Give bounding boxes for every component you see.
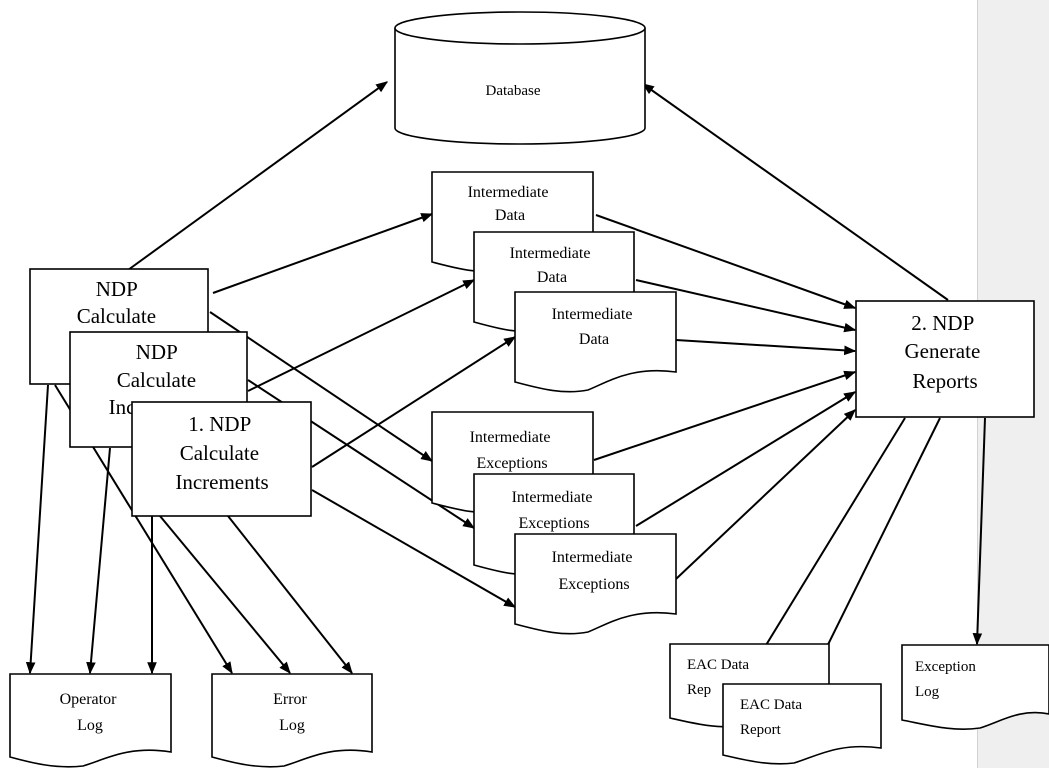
svg-text:EAC Data Rep: EAC Data Rep — [687, 657, 753, 698]
svg-text:Intermediate Exceptions: Intermediate Exceptions — [470, 429, 555, 472]
calc-front-label-line1: 1. NDP — [188, 412, 250, 436]
arrow-calc-middle-to-operator-log — [86, 447, 111, 675]
exceptions-doc2-line1: Intermediate — [512, 489, 593, 506]
calc-back-label-line2: Calculate — [77, 304, 156, 328]
calc-middle-label-line1: NDP — [136, 340, 177, 364]
svg-text:Exception Log: Exception Log — [915, 659, 980, 700]
svg-text:Intermediate Data: Intermediate Data — [468, 184, 553, 224]
intermediate-exceptions-doc-3: Intermediate Exceptions — [514, 533, 677, 635]
data-doc2-line1: Intermediate — [510, 245, 591, 262]
database-label: Database — [486, 83, 541, 99]
intermediate-data-doc-3: Intermediate Data — [514, 291, 677, 393]
error-log-doc: Error Log — [211, 673, 373, 768]
eac-front-line2: Report — [740, 722, 782, 738]
arrow-data3-to-reports — [675, 339, 857, 356]
eac-back-line1: EAC Data — [687, 657, 749, 673]
svg-text:2. NDP Generate Re: 2. NDP Generate Reports — [904, 311, 985, 393]
arrow-calc-to-database — [127, 81, 388, 271]
data-doc1-line2: Data — [495, 207, 525, 224]
error-log-line1: Error — [273, 691, 307, 708]
arrow-calc-to-exceptions3 — [311, 489, 517, 608]
arrow-data2-to-reports — [635, 279, 857, 333]
arrow-calc-back-to-operator-log — [25, 384, 49, 675]
calc-middle-label-line3: Inc — [109, 395, 136, 419]
exception-log-doc: Exception Log — [901, 644, 1049, 730]
data-doc3-line2: Data — [579, 331, 609, 348]
exceptions-doc1-line2: Exceptions — [476, 455, 547, 472]
exceptions-doc3-line1: Intermediate — [552, 549, 633, 566]
arrow-calc-to-data2 — [247, 279, 476, 392]
exceptions-doc3-line2: Exceptions — [558, 576, 629, 593]
operator-log-line1: Operator — [60, 691, 118, 708]
svg-text:Error Log: Error Log — [273, 691, 311, 734]
arrow-calc-to-data1 — [212, 213, 434, 294]
svg-text:Intermediate Exceptions: Intermediate Exceptions — [512, 489, 597, 532]
process-generate-reports: 2. NDP Generate Reports — [855, 300, 1035, 418]
database-store: Database — [394, 11, 646, 145]
data-doc1-line1: Intermediate — [468, 184, 549, 201]
calc-front-label-line2: Calculate — [180, 441, 259, 465]
data-doc2-line2: Data — [537, 269, 567, 286]
exceptions-doc1-line1: Intermediate — [470, 429, 551, 446]
eac-data-report-doc: EAC Data Report — [722, 683, 882, 765]
arrow-exceptions1-to-reports — [593, 370, 857, 461]
exception-log-line1: Exception — [915, 659, 976, 675]
calc-back-label-line1: NDP — [96, 277, 137, 301]
eac-back-line2: Rep — [687, 682, 711, 698]
operator-log-line2: Log — [77, 717, 103, 734]
arrow-exceptions3-to-reports — [675, 409, 856, 580]
calc-middle-label-line2: Calculate — [117, 368, 196, 392]
arrow-calc-front-to-error-log — [227, 515, 353, 674]
svg-text:Operator Log: Operator Log — [60, 691, 121, 734]
reports-label-line3: Reports — [912, 369, 977, 393]
eac-front-line1: EAC Data — [740, 697, 802, 713]
arrow-reports-to-eac-report-back — [751, 417, 906, 670]
arrow-reports-to-exception-log — [972, 417, 986, 646]
arrow-reports-to-eac-report-front — [809, 417, 941, 683]
arrow-exceptions2-to-reports — [635, 391, 857, 527]
operator-log-doc: Operator Log — [9, 673, 172, 768]
arrow-reports-to-database — [642, 83, 949, 301]
arrow-calc-to-data3 — [311, 336, 517, 468]
svg-text:Intermediate Exceptions: Intermediate Exceptions — [552, 549, 637, 593]
svg-text:EAC Data Report: EAC Data Report — [740, 697, 806, 738]
svg-text:1. NDP Calculate I: 1. NDP Calculate Increments — [175, 412, 268, 494]
exceptions-doc2-line2: Exceptions — [518, 515, 589, 532]
svg-text:Intermediate Data: Intermediate Data — [510, 245, 595, 286]
reports-label-line2: Generate — [904, 339, 980, 363]
exception-log-line2: Log — [915, 684, 940, 700]
error-log-line2: Log — [279, 717, 305, 734]
arrow-calc-middle-to-error-log — [159, 515, 291, 674]
calc-front-label-line3: Increments — [175, 470, 268, 494]
process-calculate-increments: 1. NDP Calculate Increments — [131, 401, 312, 517]
reports-label-line1: 2. NDP — [911, 311, 973, 335]
svg-text:Intermediate Data: Intermediate Data — [552, 306, 637, 348]
arrow-data1-to-reports — [595, 214, 857, 309]
svg-text:NDP Calculate Inc: NDP Calculate Inc — [109, 340, 202, 419]
data-doc3-line1: Intermediate — [552, 306, 633, 323]
